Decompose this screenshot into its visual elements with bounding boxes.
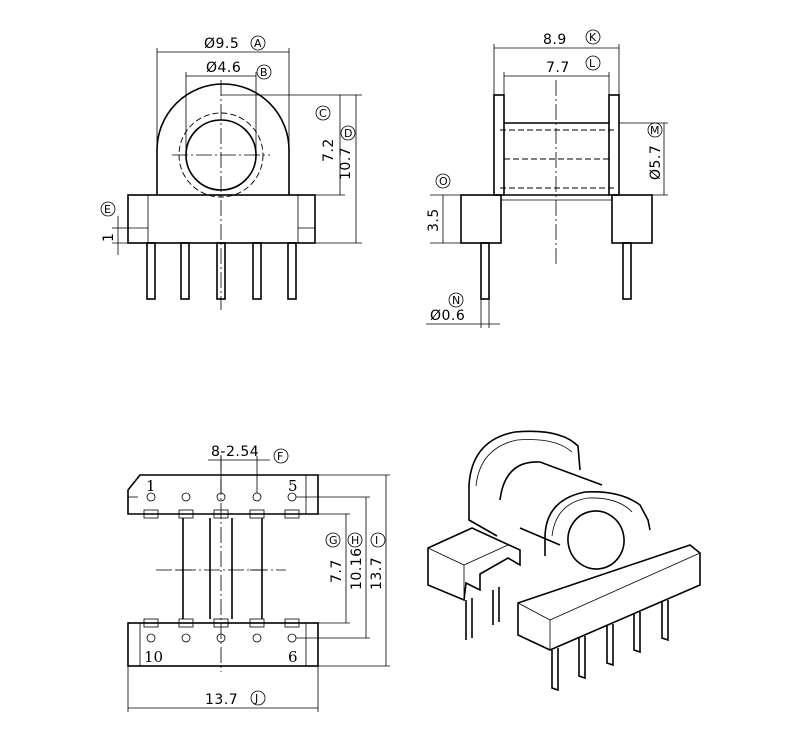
dim-m-letter: M <box>650 124 660 137</box>
pin-label-5: 5 <box>288 477 298 495</box>
dim-m-value: Ø5.7 <box>648 145 664 180</box>
bottom-view: 1 5 10 6 8-2.54 F G 7.7 H 10.16 I 13.7 <box>127 444 390 712</box>
dim-n-letter: N <box>452 294 460 307</box>
dim-c-value: 7.2 <box>321 138 337 162</box>
dim-e-letter: E <box>104 203 111 216</box>
dim-b-letter: B <box>260 66 268 79</box>
isometric-view <box>427 430 701 692</box>
dim-d-value: 10.7 <box>338 147 354 180</box>
front-view: Ø9.5 A Ø4.6 B C 7.2 D 10.7 E 1 <box>100 35 362 310</box>
side-view: 8.9 K 7.7 L M Ø5.7 O 3.5 Ø0.6 N <box>426 29 668 328</box>
dim-b-value: Ø4.6 <box>206 60 241 76</box>
dim-o-letter: O <box>439 175 448 188</box>
dim-h-letter: H <box>351 534 359 547</box>
dim-o-value: 3.5 <box>426 208 442 232</box>
pin-label-6: 6 <box>288 648 298 666</box>
dim-e-value: 1 <box>101 233 117 242</box>
dim-k-letter: K <box>589 31 597 44</box>
dim-g-value: 7.7 <box>329 559 345 583</box>
dim-i-letter: I <box>375 534 378 547</box>
dim-d-letter: D <box>344 127 352 140</box>
dim-c-letter: C <box>319 107 327 120</box>
dim-a-value: Ø9.5 <box>204 36 239 52</box>
dim-h-value: 10.16 <box>349 547 365 590</box>
dim-l-value: 7.7 <box>546 60 570 76</box>
dim-k-value: 8.9 <box>543 32 567 48</box>
dim-n-value: Ø0.6 <box>430 308 465 324</box>
dim-g-letter: G <box>329 534 338 547</box>
dim-f-letter: F <box>277 450 283 463</box>
dim-j-value: 13.7 <box>205 692 238 708</box>
dim-j-letter: J <box>254 692 258 705</box>
pin-label-10: 10 <box>144 648 163 666</box>
dim-f-value: 8-2.54 <box>211 444 259 460</box>
pin-label-1: 1 <box>146 477 156 495</box>
dim-a-letter: A <box>254 37 262 50</box>
dim-i-value: 13.7 <box>369 557 385 590</box>
dim-l-letter: L <box>589 57 596 70</box>
